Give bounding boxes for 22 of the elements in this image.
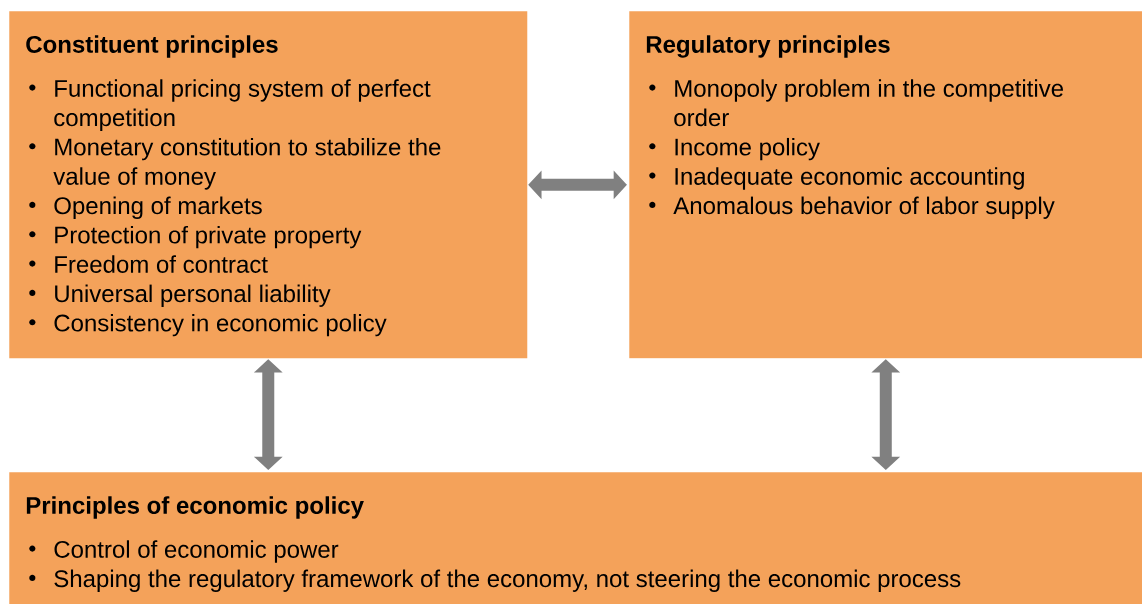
heading: Constituent principles <box>26 35 278 58</box>
bullet-item: Control of economic power <box>54 540 339 563</box>
bullet-item: Consistency in economic policy <box>54 313 387 337</box>
double-arrow <box>871 359 901 470</box>
bullet-item: Inadequate economic accounting <box>675 167 1024 190</box>
bullet-item: Functional pricing system of perfect competition <box>54 79 431 131</box>
heading: Principles of economic policy <box>26 496 364 519</box>
heading: Regulatory principles <box>646 35 890 58</box>
text-box <box>9 11 528 359</box>
double-arrow <box>253 359 283 470</box>
bullet-item: Freedom of contract <box>55 255 268 273</box>
bullet-item: Universal personal liability <box>55 284 331 307</box>
text-box <box>9 472 1142 604</box>
bullet-item: Anomalous behavior of labor supply <box>673 196 1055 219</box>
text-box <box>629 11 1142 359</box>
bullet-item: Protection of private property <box>55 225 362 249</box>
double-arrow <box>528 170 627 200</box>
bullet-item: Income policy <box>675 137 820 161</box>
bullet-item: Shaping the regulatory framework of the economy, not steering the economic process <box>54 569 961 592</box>
bullet-item: Monopoly problem in the competitive order <box>674 79 1063 127</box>
bullet-item: Opening of markets <box>54 196 262 219</box>
bullet-item: Monetary constitution to stabilize the value of money <box>53 137 441 190</box>
